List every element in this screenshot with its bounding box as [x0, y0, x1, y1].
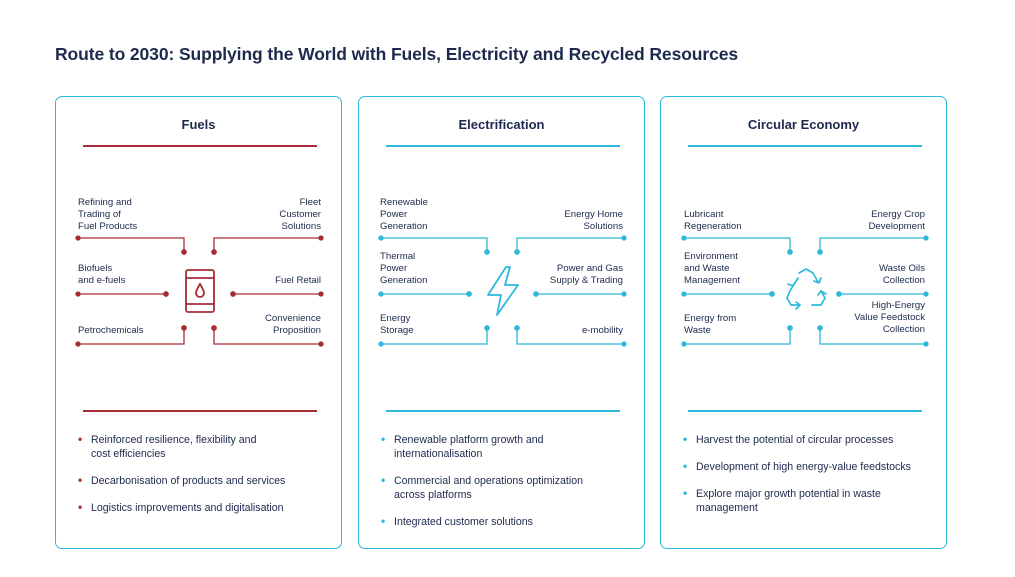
electrification-bullet-2: •Commercial and operations optimization … [381, 473, 584, 501]
page-title: Route to 2030: Supplying the World with … [55, 44, 738, 64]
oil-barrel-icon [185, 269, 215, 313]
fuels-top-rule [83, 145, 317, 147]
fuels-right-label-3: Convenience Proposition [264, 313, 321, 336]
electrification-left-label-2: Thermal Power Generation [380, 251, 428, 286]
circular-left-label-2: Environment and Waste Management [684, 251, 740, 286]
fuels-left-label-2: Biofuels and e-fuels [78, 263, 126, 286]
electrification-top-rule [386, 145, 620, 147]
electrification-bullet-3: •Integrated customer solutions [381, 514, 533, 528]
circular-bullet-list: •Harvest the potential of circular proce… [683, 432, 933, 528]
circular-bullet-3: •Explore major growth potential in waste… [683, 486, 881, 514]
fuels-bullet-1: •Reinforced resilience, flexibility and … [78, 432, 257, 460]
circular-economy-title: Circular Economy [747, 117, 860, 132]
electrification-bottom-rule [386, 410, 620, 412]
electrification-right-label-1: Energy Home Solutions [564, 209, 623, 232]
lightning-bolt-icon [487, 266, 519, 316]
electrification-right-label-2: Power and Gas Supply & Trading [549, 263, 623, 286]
electrification-connectors [378, 235, 627, 347]
fuels-bullet-2: •Decarbonisation of products and service… [78, 473, 286, 487]
circular-bottom-rule [688, 410, 922, 412]
circular-right-label-3: High-Energy Value Feedstock Collection [854, 300, 925, 335]
recycle-icon [786, 268, 827, 310]
electrification-panel: Electrification Renewable Power Generati… [358, 96, 645, 549]
circular-connectors [681, 235, 929, 347]
fuels-right-label-1: Fleet Customer Solutions [279, 197, 321, 232]
electrification-bullet-list: •Renewable platform growth and internati… [381, 432, 631, 542]
circular-right-label-1: Energy Crop Development [868, 209, 925, 232]
fuels-left-label-1: Refining and Trading of Fuel Products [78, 197, 138, 232]
fuels-right-label-2: Fuel Retail [275, 275, 321, 286]
circular-bullet-1: •Harvest the potential of circular proce… [683, 432, 894, 446]
fuels-bullet-3: •Logistics improvements and digitalisati… [78, 500, 284, 514]
electrification-left-label-3: Energy Storage [380, 313, 414, 336]
electrification-title: Electrification [458, 117, 545, 132]
circular-bullet-2: •Development of high energy-value feedst… [683, 459, 911, 473]
electrification-right-label-3: e-mobility [581, 325, 623, 336]
fuels-panel: Fuels Refining and Trading of Fuel Produ… [55, 96, 342, 549]
fuels-title: Fuels [181, 117, 216, 132]
circular-left-label-3: Energy from Waste [684, 313, 737, 336]
fuels-bottom-rule [83, 410, 317, 412]
electrification-left-label-1: Renewable Power Generation [380, 197, 429, 232]
fuels-left-label-3: Petrochemicals [78, 325, 144, 336]
circular-right-label-2: Waste Oils Collection [878, 263, 925, 286]
circular-economy-panel: Circular Economy Lubricant Regeneration … [660, 96, 947, 549]
fuels-connectors [75, 235, 324, 347]
circular-left-label-1: Lubricant Regeneration [684, 209, 742, 232]
electrification-bullet-1: •Renewable platform growth and internati… [381, 432, 544, 460]
fuels-bullet-list: •Reinforced resilience, flexibility and … [78, 432, 328, 528]
circular-top-rule [688, 145, 922, 147]
